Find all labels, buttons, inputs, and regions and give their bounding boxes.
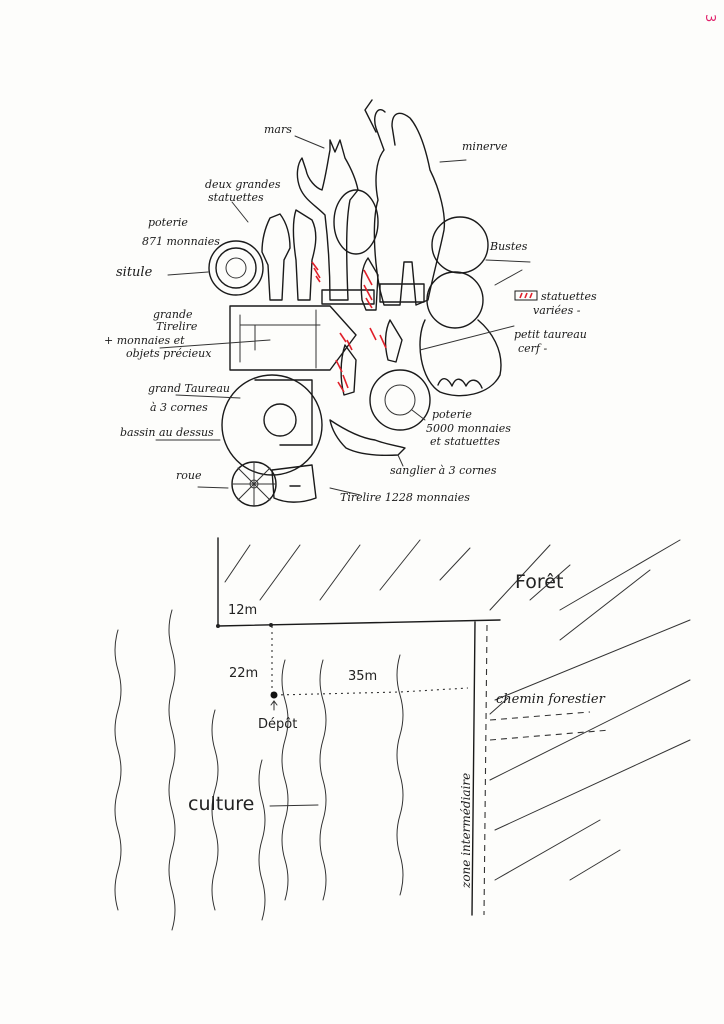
- label-12m: 12m: [228, 603, 257, 618]
- label-tirelire: Tirelire: [156, 320, 198, 333]
- label-sanglier: sanglier à 3 cornes: [390, 464, 497, 477]
- page-number: 3: [702, 14, 717, 22]
- grande-tirelire: [229, 305, 357, 371]
- label-deux-grandes: deux grandes: [205, 178, 281, 191]
- bassin: [221, 374, 323, 476]
- forest-hatching: [224, 539, 691, 881]
- label-statuettes-variees: statuettes: [541, 290, 597, 303]
- label-mars: mars: [264, 123, 292, 136]
- zone-boundary: [471, 621, 476, 916]
- minerve-figure: [373, 109, 446, 306]
- statuette-figure: [261, 213, 291, 301]
- label-35m: 35m: [348, 669, 377, 684]
- poterie-5000: [369, 369, 431, 431]
- situle: [208, 240, 264, 296]
- bust-head: [426, 271, 484, 329]
- label-objets-precieux: objets précieux: [126, 347, 212, 360]
- label-tirelire-1228: Tirelire 1228 monnaies: [340, 491, 470, 504]
- label-situle: situle: [116, 265, 153, 280]
- label-chemin-forestier: chemin forestier: [496, 692, 606, 707]
- sanglier: [329, 419, 406, 457]
- label-et-statuettes: et statuettes: [430, 435, 500, 448]
- label-22m: 22m: [229, 666, 258, 681]
- label-minerve: minerve: [462, 140, 508, 153]
- shield-icon: [333, 189, 379, 255]
- label-cerf: cerf -: [518, 342, 547, 355]
- forest-edge: [217, 537, 501, 627]
- label-zone-intermediaire: zone intermédiaire: [459, 773, 473, 889]
- label-grand-taureau: grand Taureau: [148, 382, 230, 395]
- mars-figure: [296, 139, 359, 301]
- label-statuettes: statuettes: [208, 191, 264, 204]
- label-depot: Dépôt: [258, 717, 297, 732]
- statuette-figure: [292, 209, 317, 301]
- label-culture: culture: [188, 793, 254, 815]
- label-5000-monnaies: 5000 monnaies: [426, 422, 511, 435]
- label-roue: roue: [176, 469, 202, 482]
- label-grande: grande: [153, 308, 193, 321]
- label-poterie-5000: poterie: [432, 408, 472, 421]
- label-foret: Forêt: [515, 571, 563, 593]
- depot-marker: [270, 691, 278, 699]
- label-variees: variées -: [533, 304, 581, 317]
- site-plan: Forêt 12m 22m 35m Dépôt chemin forestier…: [114, 537, 691, 931]
- label-bustes: Bustes: [489, 240, 528, 253]
- label-monnaies-et: + monnaies et: [104, 334, 185, 347]
- label-poterie-871: poterie: [148, 216, 188, 229]
- label-arrows: [155, 135, 531, 496]
- label-3-cornes: à 3 cornes: [150, 401, 208, 414]
- deposit-sketch: mars minerve deux grandes statuettes pot…: [104, 99, 597, 507]
- label-bassin: bassin au dessus: [120, 426, 214, 439]
- label-871-monnaies: 871 monnaies: [142, 235, 220, 248]
- tirelire-1228: [271, 464, 317, 503]
- culture-rows: [114, 609, 404, 931]
- label-petit-taureau: petit taureau: [514, 328, 587, 341]
